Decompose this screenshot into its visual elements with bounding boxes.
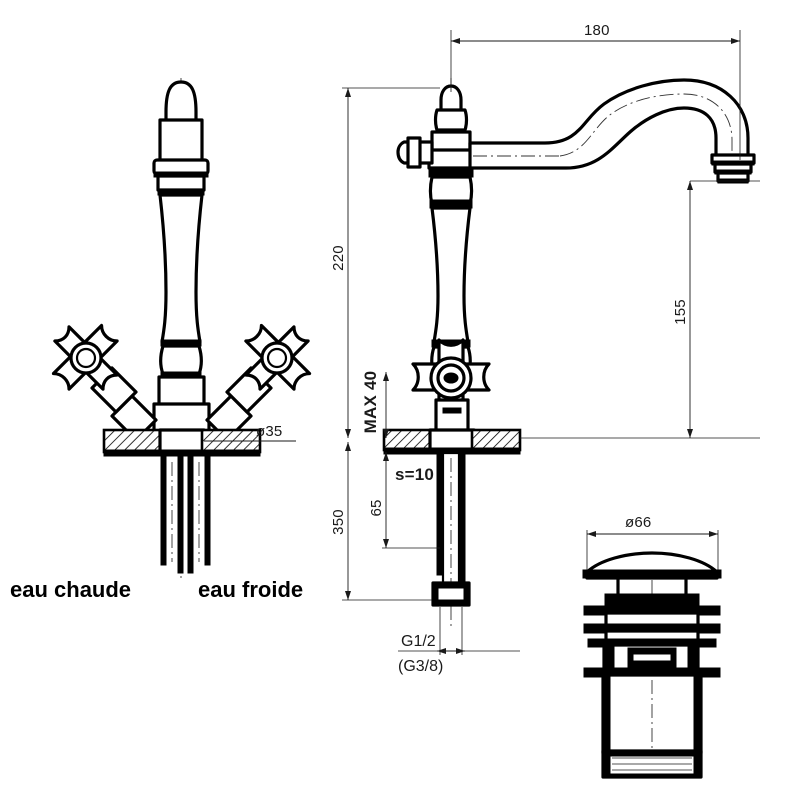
side-shank-nut-right xyxy=(463,582,470,606)
drain-tail-bottom-band xyxy=(602,773,702,779)
spout-centerline-curve xyxy=(559,93,733,157)
front-shank-3 xyxy=(187,454,194,574)
dim-350-label: 350 xyxy=(330,509,347,535)
drain-slot-top xyxy=(633,647,671,655)
drain-tail-wall-left xyxy=(602,750,611,778)
side-view-mixer xyxy=(382,78,756,630)
front-shank-4 xyxy=(204,454,211,566)
front-view-mixer: ø35 xyxy=(51,78,312,580)
front-column xyxy=(158,193,204,344)
dim-220-label: 220 xyxy=(330,245,347,271)
drain-assembly-view: ø66 xyxy=(582,514,722,779)
front-shank-1 xyxy=(160,454,167,566)
dim-180-label: 180 xyxy=(584,22,610,39)
side-base-band xyxy=(442,407,462,414)
drain-tail-top-band xyxy=(602,750,702,757)
thread-primary-label: G1/2 xyxy=(401,633,436,650)
front-lower-bulb xyxy=(159,344,203,376)
front-left-cross-handle xyxy=(51,323,119,391)
side-rear-handle-collar xyxy=(406,136,422,169)
dim-max40-label: MAX 40 xyxy=(361,371,380,434)
drain-slot-bar-right xyxy=(670,647,677,668)
side-base-block xyxy=(434,398,470,434)
drain-slot-bottom xyxy=(633,660,671,668)
side-deck-plate-right xyxy=(470,428,522,452)
diameter-35-label: ø35 xyxy=(256,423,282,440)
drain-tube-wall-left xyxy=(602,674,611,754)
drain-tube-wall-right xyxy=(693,674,702,754)
front-deck-plate-left xyxy=(102,428,164,454)
front-hub-upper xyxy=(157,375,206,408)
front-shank-2 xyxy=(177,454,184,574)
spanner-size-label: s=10 xyxy=(395,465,434,484)
dimension-set: 180 220 350 155 MAX 40 65 s=10 G1/2 (G3/… xyxy=(330,22,760,675)
side-shank-nut-left xyxy=(432,582,439,606)
drain-slot-wall-left xyxy=(603,644,615,672)
side-deck-plate-center xyxy=(428,428,476,452)
front-deck-plate-center xyxy=(158,428,206,454)
front-right-cross-handle xyxy=(244,323,312,391)
side-deck-plate-left xyxy=(382,428,434,452)
hot-water-label: eau chaude xyxy=(10,577,131,602)
front-neck-ring-2 xyxy=(156,174,206,192)
side-finial-tip xyxy=(439,84,463,114)
drain-tail-wall-right xyxy=(693,750,702,778)
drain-slot-bar-left xyxy=(627,647,634,668)
side-column xyxy=(430,206,472,344)
drain-slot-wall-right xyxy=(687,644,699,672)
front-tip-collar xyxy=(158,118,204,164)
spout-outer xyxy=(468,78,750,170)
thread-alternate-label: (G3/8) xyxy=(398,658,443,675)
dim-155-label: 155 xyxy=(672,299,689,325)
dim-d66-label: ø66 xyxy=(625,514,651,531)
side-finial-bead xyxy=(433,108,469,132)
dim-65-label: 65 xyxy=(368,499,385,516)
side-body-upper-wide xyxy=(427,148,475,170)
cold-water-label: eau froide xyxy=(198,577,303,602)
